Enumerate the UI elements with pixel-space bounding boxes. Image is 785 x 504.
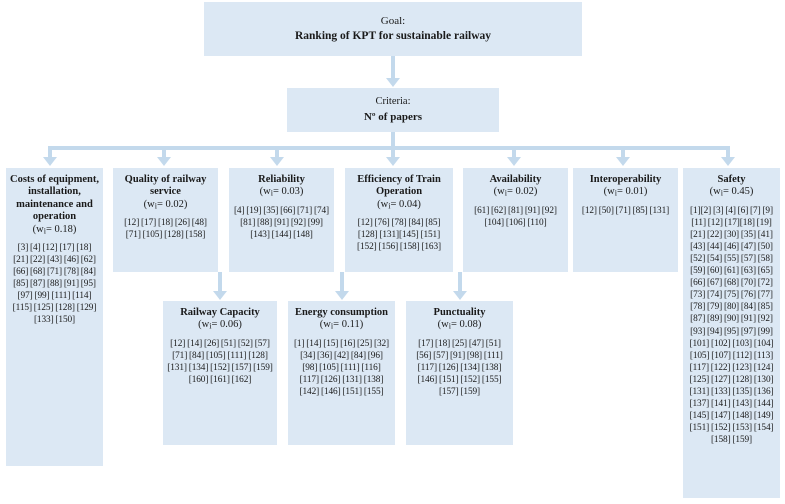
subcriterion-refs-energy-consumption: [1] [14] [15] [16] [25] [32] [34] [36] [… — [293, 338, 390, 398]
goal-label: Goal: — [380, 14, 406, 27]
connector-drop-railway-capacity — [218, 272, 222, 292]
criterion-box-costs: Costs of equipment, installation, mainte… — [6, 168, 103, 466]
connector-horizontal-bus — [48, 146, 730, 150]
subcriterion-box-energy-consumption: Energy consumption (wi= 0.11) [1] [14] [… — [288, 301, 395, 445]
criteria-text: Nº of papers — [363, 110, 423, 123]
subcriterion-refs-railway-capacity: [12] [14] [26] [51] [52] [57] [71] [84] … — [167, 338, 273, 385]
connector-drop-efficiency — [391, 146, 395, 158]
criterion-refs-safety: [1][2] [3] [4] [6] [7] [9][11] [12] [17]… — [689, 205, 774, 446]
subcriterion-refs-punctuality: [17] [18] [25] [47] [51] [56] [57] [91] … — [416, 338, 503, 398]
criterion-weight-quality-of-railway-service: (wi= 0.02) — [143, 198, 188, 211]
criterion-box-efficiency-of-train-operation: Efficiency of Train Operation (wi= 0.04)… — [345, 168, 453, 272]
connector-drop-punctuality — [458, 272, 462, 292]
criterion-title-efficiency-of-train-operation: Efficiency of Train Operation — [357, 174, 441, 198]
goal-text: Ranking of KPT for sustainable railway — [294, 29, 492, 42]
subcriterion-title-punctuality: Punctuality — [433, 307, 486, 318]
criteria-label: Criteria: — [375, 96, 411, 108]
criterion-box-interoperability: Interoperability (wi= 0.01) [12] [50] [7… — [573, 168, 678, 272]
arrow-quality — [157, 157, 171, 166]
criterion-weight-costs: (wi= 0.18) — [32, 223, 77, 235]
connector-drop-interoperability — [621, 146, 625, 158]
connector-drop-availability — [512, 146, 516, 158]
arrow-interoperability — [616, 157, 630, 166]
criterion-refs-reliability: [4] [19] [35] [66] [71] [74] [81] [88] [… — [233, 205, 330, 240]
goal-box: Goal: Ranking of KPT for sustainable rai… — [204, 2, 582, 56]
connector-drop-energy-consumption — [340, 272, 344, 292]
connector-goal-to-criteria — [391, 56, 395, 79]
connector-drop-costs — [48, 146, 52, 158]
criterion-refs-availability: [61] [62] [81] [91] [92] [104] [106] [11… — [474, 205, 557, 228]
arrow-safety — [721, 157, 735, 166]
criterion-title-safety: Safety — [717, 174, 746, 185]
subcriterion-weight-railway-capacity: (wi= 0.06) — [198, 319, 242, 331]
criterion-box-availability: Availability (wi= 0.02) [61] [62] [81] [… — [463, 168, 568, 272]
criterion-weight-interoperability: (wi= 0.01) — [603, 186, 648, 198]
arrow-costs — [43, 157, 57, 166]
subcriterion-weight-energy-consumption: (wi= 0.11) — [319, 319, 364, 331]
criterion-title-reliability: Reliability — [258, 174, 305, 185]
criterion-title-costs: Costs of equipment, installation, mainte… — [10, 174, 99, 223]
arrow-energy-consumption — [335, 291, 349, 300]
connector-drop-reliability — [275, 146, 279, 158]
arrow-railway-capacity — [213, 291, 227, 300]
criterion-title-availability: Availability — [489, 174, 542, 185]
arrow-reliability — [270, 157, 284, 166]
criterion-weight-availability: (wi= 0.02) — [493, 186, 538, 198]
subcriterion-box-punctuality: Punctuality (wi= 0.08) [17] [18] [25] [4… — [406, 301, 513, 445]
criterion-title-quality-of-railway-service: Quality of railway service — [124, 174, 207, 198]
criterion-refs-efficiency-of-train-operation: [12] [76] [78] [84] [85] [128] [131][145… — [356, 218, 442, 253]
subcriterion-box-railway-capacity: Railway Capacity (wi= 0.06) [12] [14] [2… — [163, 301, 277, 445]
criterion-box-reliability: Reliability (wi= 0.03) [4] [19] [35] [66… — [229, 168, 334, 272]
subcriterion-title-railway-capacity: Railway Capacity — [180, 307, 260, 318]
criterion-weight-safety: (wi= 0.45) — [709, 186, 754, 198]
criteria-box: Criteria: Nº of papers — [287, 88, 499, 132]
criterion-box-quality-of-railway-service: Quality of railway service (wi= 0.02) [1… — [113, 168, 218, 272]
arrow-availability — [507, 157, 521, 166]
criterion-weight-efficiency-of-train-operation: (wi= 0.04) — [377, 198, 421, 211]
connector-drop-quality — [162, 146, 166, 158]
subcriterion-title-energy-consumption: Energy consumption — [294, 307, 389, 318]
criterion-title-interoperability: Interoperability — [589, 174, 662, 185]
connector-drop-safety — [726, 146, 730, 158]
arrow-goal-to-criteria — [386, 78, 400, 87]
criterion-weight-reliability: (wi= 0.03) — [259, 186, 304, 198]
criterion-refs-interoperability: [12] [50] [71] [85] [131] — [581, 205, 670, 216]
connector-criteria-stem — [391, 132, 395, 147]
criterion-refs-costs: [3] [4] [12] [17] [18] [21] [22] [43] [4… — [12, 242, 97, 326]
criterion-refs-quality-of-railway-service: [12] [17] [18] [26] [48] [71] [105] [128… — [124, 218, 207, 241]
arrow-punctuality — [453, 291, 467, 300]
subcriterion-weight-punctuality: (wi= 0.08) — [437, 319, 482, 331]
criterion-box-safety: Safety (wi= 0.45) [1][2] [3] [4] [6] [7]… — [683, 168, 780, 498]
arrow-efficiency — [386, 157, 400, 166]
